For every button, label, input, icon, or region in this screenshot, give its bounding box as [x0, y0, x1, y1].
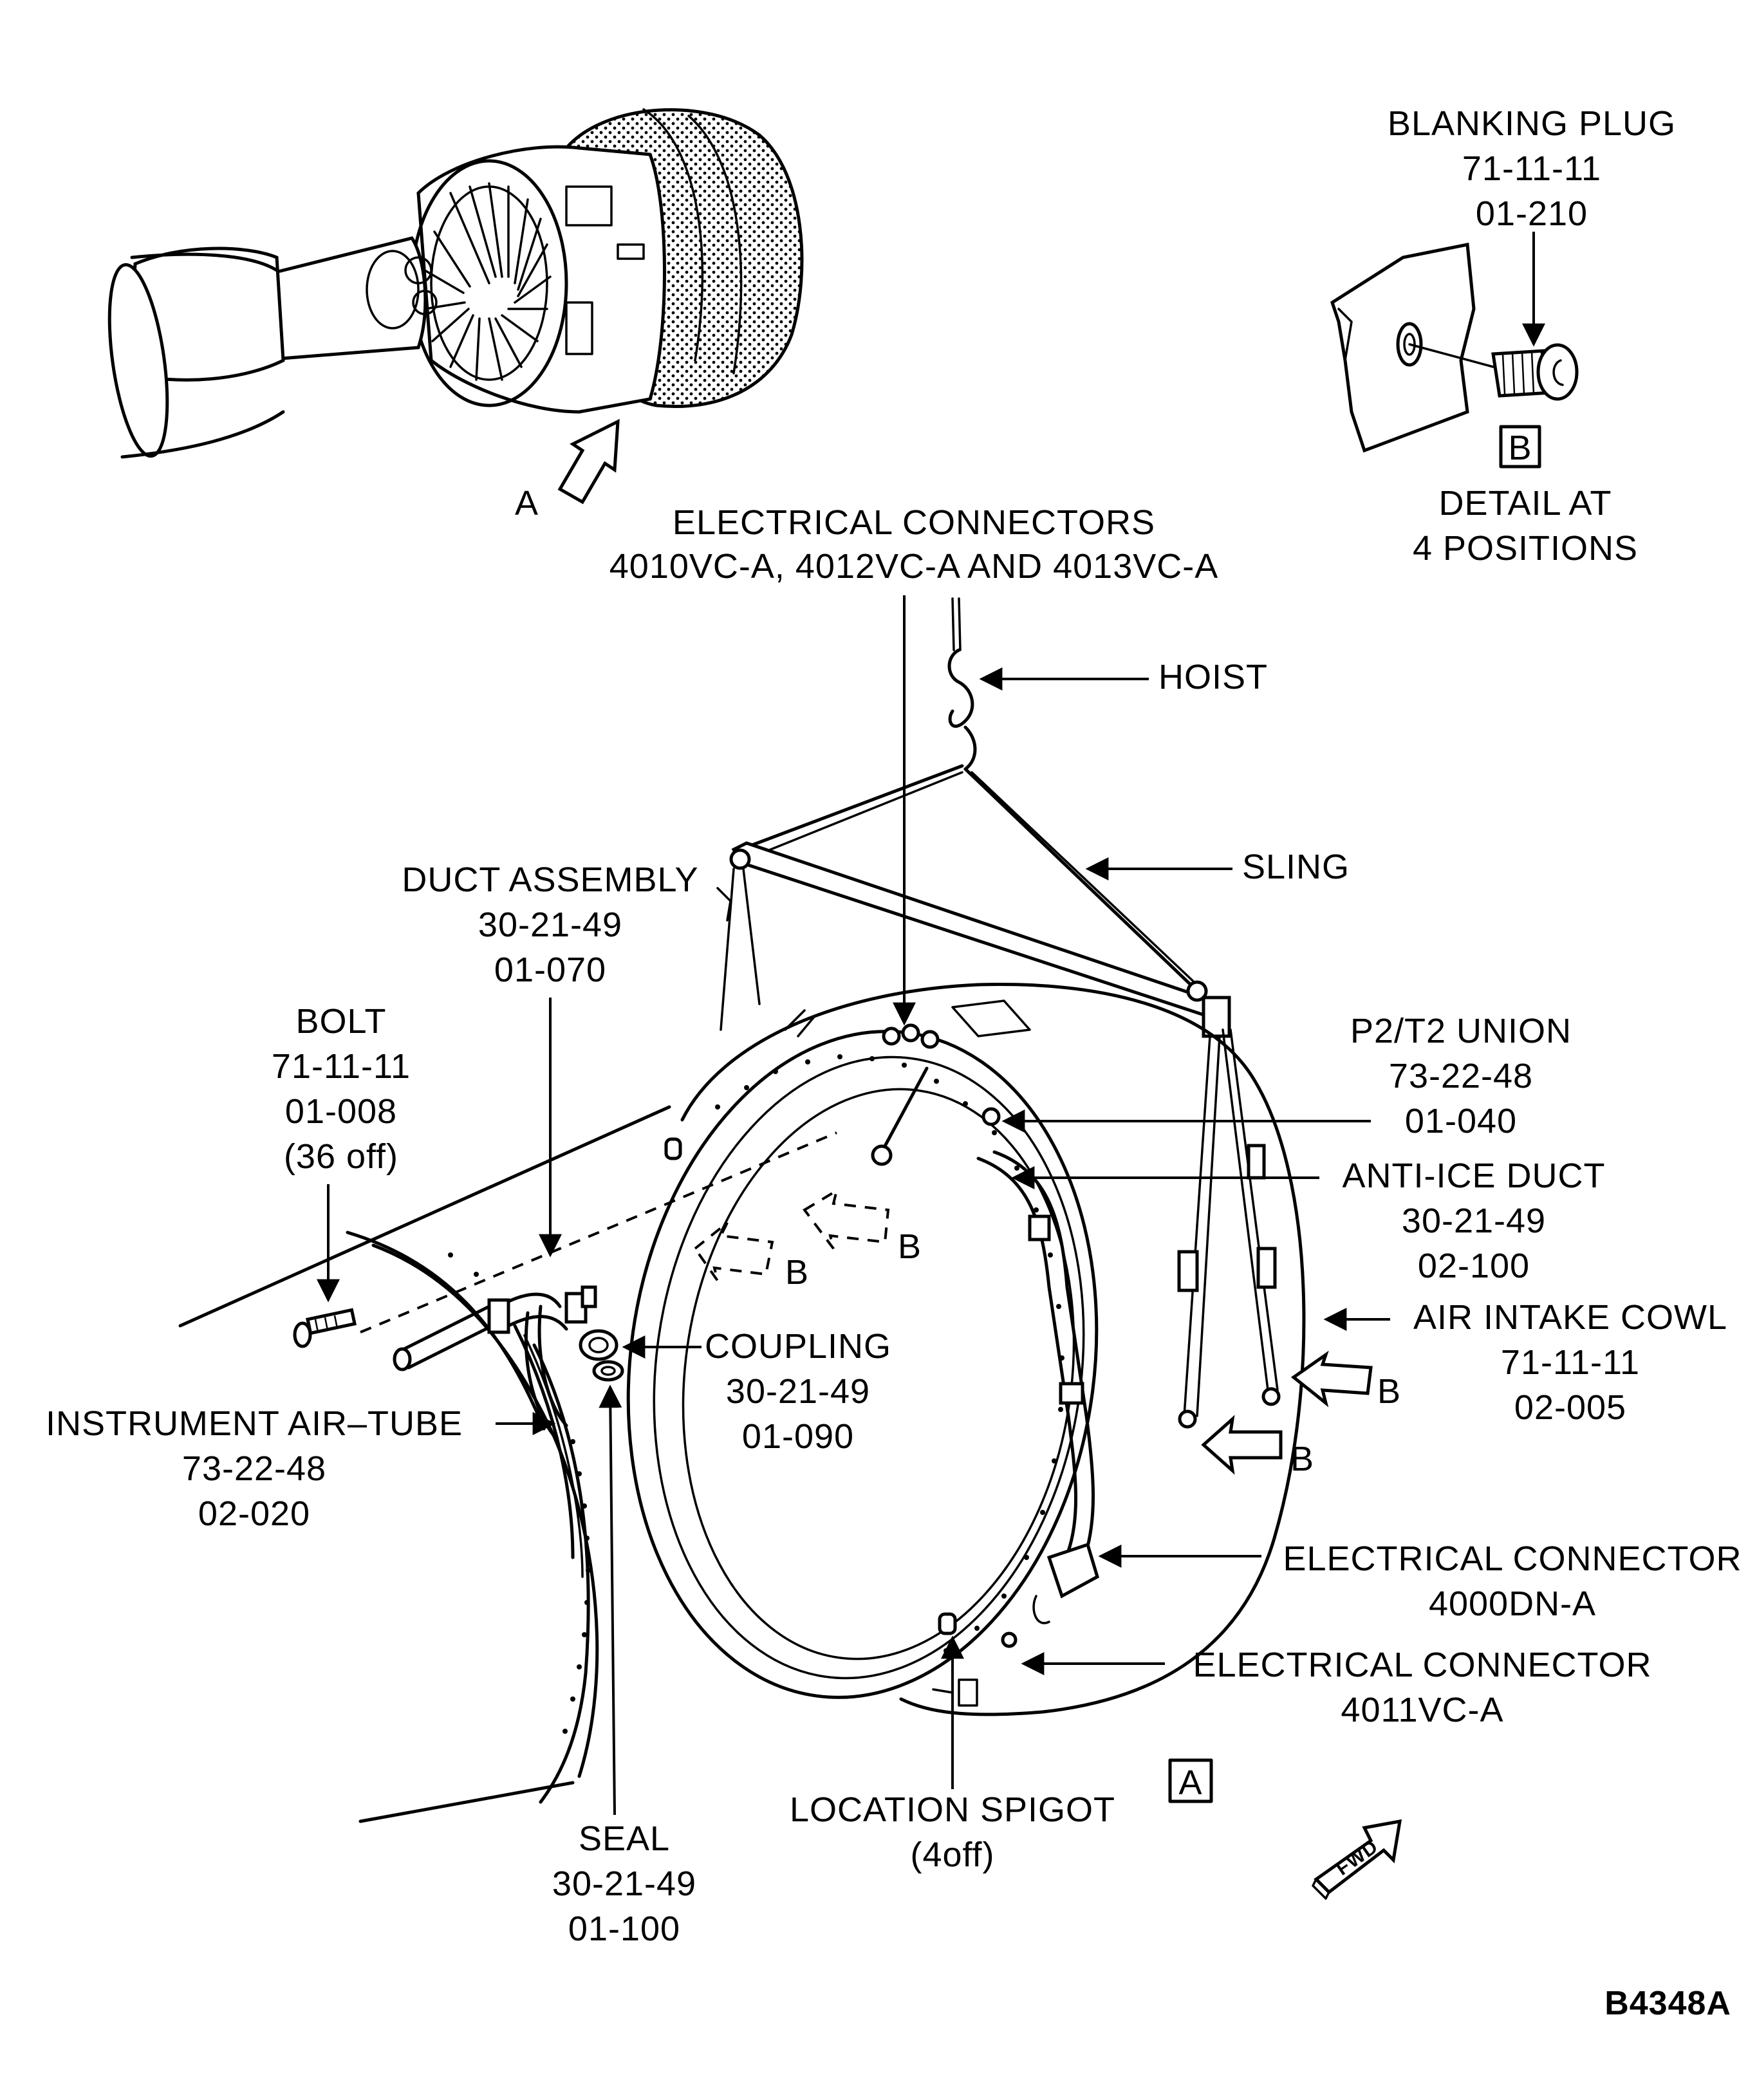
air-intake-cowl-ref1: 71-11-11 — [1501, 1343, 1640, 1382]
hoist-label: HOIST — [1158, 658, 1268, 696]
detail-b-box-letter: B — [1508, 429, 1532, 467]
outer-b-label-1: B — [1377, 1372, 1401, 1411]
air-intake-cowl-label: AIR INTAKE COWL — [1413, 1298, 1727, 1337]
p2t2-union-label: P2/T2 UNION — [1350, 1012, 1572, 1050]
bolt-ref2: 01-008 — [285, 1092, 397, 1131]
view-a-arrow-label: A — [515, 484, 539, 523]
electrical-connector-4000-label: ELECTRICAL CONNECTOR — [1283, 1539, 1742, 1578]
electrical-connector-4011-label: ELECTRICAL CONNECTOR — [1193, 1646, 1651, 1684]
fwd-arrow — [1312, 1819, 1402, 1900]
seal-ref2: 01-100 — [568, 1910, 680, 1948]
blanking-plug-detail — [1330, 232, 1579, 453]
engine-overview — [107, 108, 804, 505]
location-spigot-qty: (4off) — [910, 1835, 994, 1874]
blanking-plug-ref1: 71-11-11 — [1462, 149, 1601, 188]
hoist-sling — [716, 597, 1281, 1429]
engine-flange-side — [178, 1105, 671, 1823]
outer-b-label-2: B — [1290, 1440, 1314, 1478]
duct-assembly-label: DUCT ASSEMBLY — [402, 860, 698, 899]
view-a-box-letter: A — [1178, 1763, 1202, 1802]
view-a-arrow — [557, 418, 620, 505]
blanking-plug-ref2: 01-210 — [1476, 194, 1588, 233]
duct-assembly-ref2: 01-070 — [494, 951, 606, 989]
detail-b-line2: 4 POSITIONS — [1413, 529, 1638, 568]
air-intake-cowl — [626, 983, 1306, 1716]
electrical-connector-4011-ref: 4011VC-A — [1341, 1691, 1503, 1729]
instrument-air-tube-ref1: 73-22-48 — [182, 1449, 326, 1488]
coupling-ref2: 01-090 — [742, 1417, 854, 1456]
electrical-connectors-refs: 4010VC-A, 4012VC-A AND 4013VC-A — [609, 547, 1219, 586]
bolt-label: BOLT — [295, 1002, 386, 1041]
figure-code: B4348A — [1604, 1985, 1731, 2022]
anti-ice-duct-ref2: 02-100 — [1418, 1247, 1530, 1285]
view-a-box — [1168, 1758, 1213, 1803]
detail-b-box — [1499, 425, 1541, 469]
detail-b-line1: DETAIL AT — [1438, 484, 1612, 523]
instrument-air-tube-label: INSTRUMENT AIR–TUBE — [46, 1404, 463, 1443]
inner-b-label-1: B — [785, 1253, 809, 1292]
instrument-air-tube-ref2: 02-020 — [198, 1494, 310, 1533]
duct-assembly-ref1: 30-21-49 — [478, 906, 622, 944]
inner-b-arrow-1 — [693, 1222, 774, 1282]
location-spigot-label: LOCATION SPIGOT — [790, 1790, 1115, 1829]
coupling-ref1: 30-21-49 — [726, 1372, 870, 1411]
bolt-qty: (36 off) — [284, 1137, 398, 1176]
inner-b-arrow-2 — [803, 1187, 890, 1250]
air-intake-cowl-ref2: 02-005 — [1514, 1388, 1626, 1427]
blanking-plug-label: BLANKING PLUG — [1388, 104, 1676, 143]
seal-label: SEAL — [579, 1819, 670, 1858]
inner-b-label-2: B — [898, 1227, 922, 1266]
bolt — [293, 1308, 357, 1348]
seal-ref1: 30-21-49 — [552, 1864, 696, 1903]
p2t2-union-ref2: 01-040 — [1405, 1102, 1517, 1140]
bolt-ref1: 71-11-11 — [272, 1047, 411, 1086]
coupling-label: COUPLING — [705, 1327, 891, 1366]
coupling — [579, 1329, 618, 1361]
sling-label: SLING — [1242, 848, 1350, 886]
p2t2-union-ref1: 73-22-48 — [1389, 1057, 1533, 1095]
seal — [592, 1360, 624, 1382]
hoist-hook — [947, 648, 974, 728]
duct-assembly — [393, 1285, 597, 1371]
anti-ice-duct-label: ANTI-ICE DUCT — [1343, 1157, 1606, 1195]
electrical-connectors-label: ELECTRICAL CONNECTORS — [673, 503, 1155, 542]
outer-b-arrow-1 — [1290, 1350, 1373, 1408]
electrical-connector-4000-ref: 4000DN-A — [1429, 1584, 1596, 1623]
outer-b-arrow-2 — [1201, 1415, 1283, 1475]
anti-ice-duct-ref1: 30-21-49 — [1402, 1202, 1546, 1240]
